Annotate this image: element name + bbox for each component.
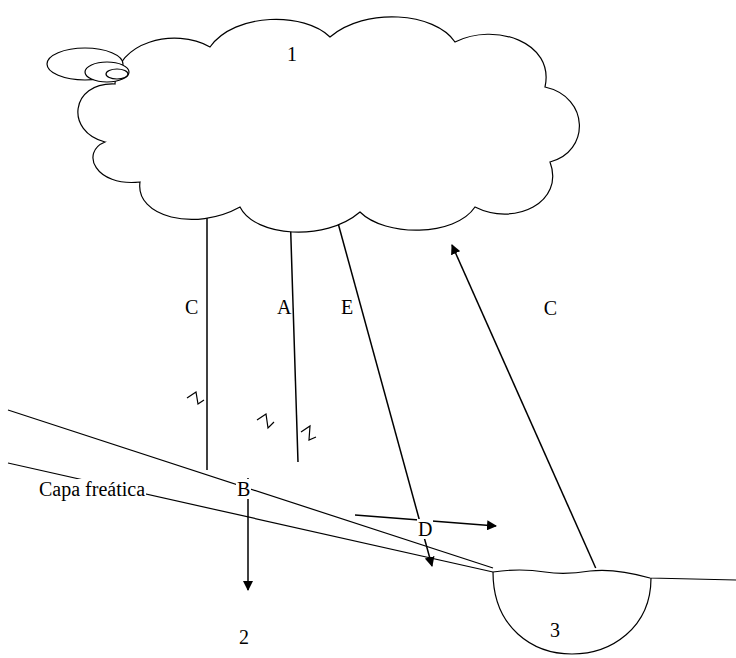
pond-surface <box>493 570 736 580</box>
transpiration-arrow <box>290 209 298 462</box>
diagram-label: Capa freática <box>38 479 146 499</box>
evaporation-arrow <box>206 207 208 470</box>
callout-number: 1 <box>287 44 297 64</box>
evaporation-arrow <box>452 245 596 568</box>
diagram-label: C <box>184 297 199 317</box>
water-table-line <box>8 463 493 572</box>
cloud-shape: 1 <box>45 2 595 245</box>
diagram-label: E <box>340 297 354 317</box>
diagram-label: 2 <box>238 627 250 647</box>
diagram-label: A <box>276 297 292 317</box>
edge-label: C <box>543 298 558 318</box>
pond-shape: 3 <box>493 568 651 656</box>
precipitation-arrow <box>335 212 432 566</box>
grass-mark <box>257 414 274 428</box>
diagram-label: B <box>236 479 251 499</box>
grass-mark <box>301 426 316 440</box>
cloud-outline <box>45 2 595 245</box>
grass-mark <box>187 392 204 404</box>
diagram-label: D <box>417 519 433 539</box>
pond-outline <box>493 568 651 656</box>
ground-line <box>8 410 493 568</box>
callout-number: 3 <box>550 620 560 640</box>
